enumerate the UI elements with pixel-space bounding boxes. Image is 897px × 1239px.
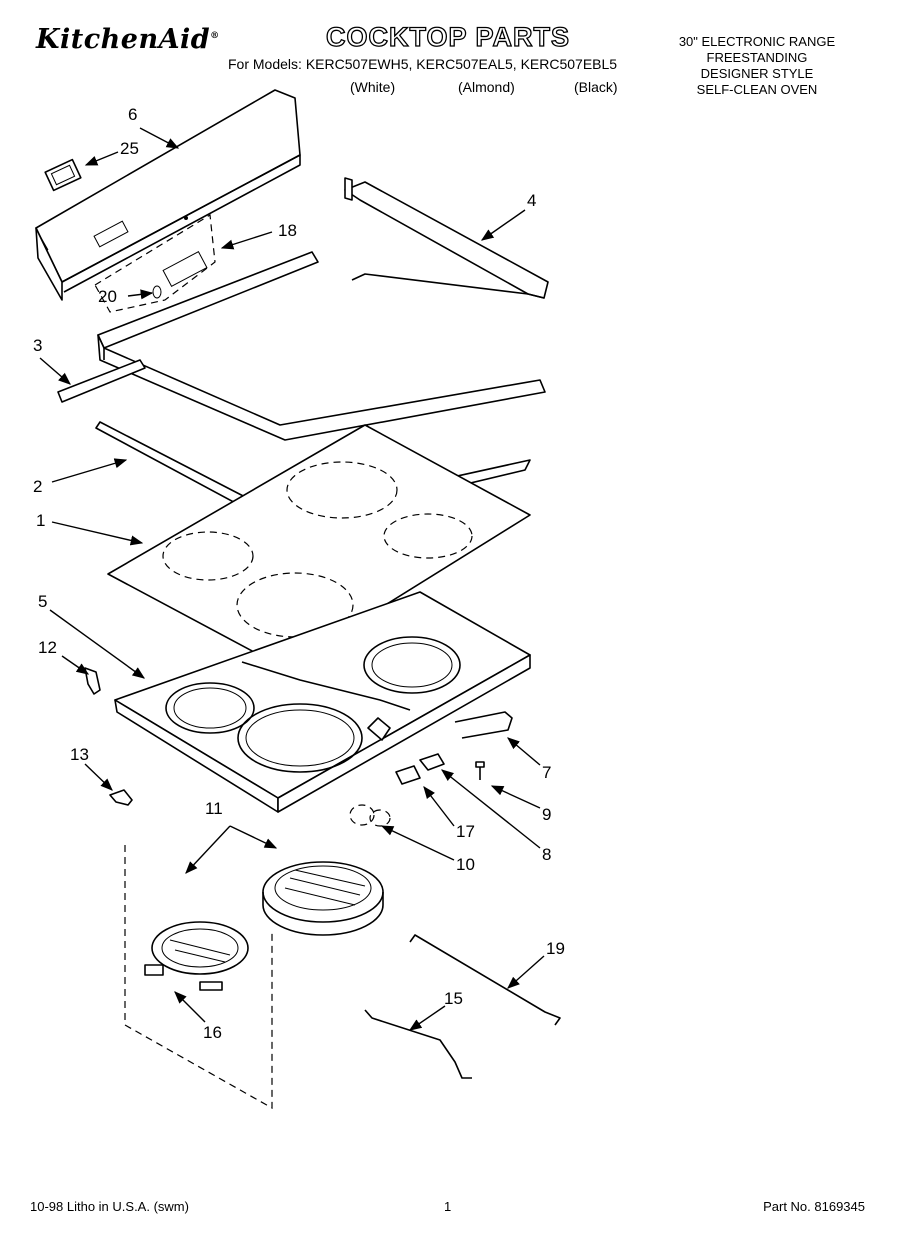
callout-6: 6 [128, 105, 137, 124]
small-heating-element [144, 921, 249, 991]
callout-17: 17 [456, 822, 475, 841]
leader-lines [39, 127, 545, 1031]
callout-13: 13 [70, 745, 89, 764]
cooktop-base [114, 591, 531, 813]
callout-16: 16 [203, 1023, 222, 1042]
brand-logo: KitchenAid® [36, 24, 220, 55]
footer-litho: 10-98 Litho in U.S.A. (swm) [30, 1199, 189, 1214]
callout-8: 8 [542, 845, 551, 864]
models-prefix: For Models: [228, 56, 302, 72]
callout-12: 12 [38, 638, 57, 657]
nameplate [44, 158, 82, 192]
glass-cooktop [107, 424, 531, 669]
callout-9: 9 [542, 805, 551, 824]
footer-part-number: Part No. 8169345 [763, 1199, 865, 1214]
callout-labels: 6 25 18 20 4 3 2 1 5 12 13 7 9 17 8 10 1… [33, 105, 565, 1042]
large-heating-element [262, 861, 384, 936]
bracket-17 [395, 765, 421, 785]
callout-18: 18 [278, 221, 297, 240]
callout-3: 3 [33, 336, 42, 355]
callout-11: 11 [205, 799, 223, 818]
support-rod-19 [409, 934, 561, 1026]
callout-25: 25 [120, 139, 139, 158]
product-description: 30" ELECTRONIC RANGE FREESTANDING DESIGN… [678, 34, 836, 97]
page-title: COCKTOP PARTS [325, 21, 571, 52]
footer-page-number: 1 [444, 1199, 452, 1214]
color-black: (Black) [574, 79, 618, 95]
screw [475, 761, 485, 780]
front-trim [57, 251, 546, 441]
side-clip-12 [84, 667, 101, 695]
bracket [454, 711, 513, 739]
color-white: (White) [350, 79, 396, 95]
support-rod-15 [364, 1009, 472, 1079]
callout-7: 7 [542, 763, 551, 782]
callout-19: 19 [546, 939, 565, 958]
rear-frame [344, 177, 549, 299]
color-almond: (Almond) [458, 79, 515, 95]
callout-10: 10 [456, 855, 475, 874]
model-list: For Models: KERC507EWH5, KERC507EAL5, KE… [228, 56, 617, 72]
callout-20: 20 [98, 287, 117, 306]
control-panel-backguard [35, 89, 301, 301]
bracket-8 [419, 753, 445, 771]
models-numbers: KERC507EWH5, KERC507EAL5, KERC507EBL5 [305, 56, 618, 72]
callout-5: 5 [38, 592, 47, 611]
callout-1: 1 [36, 511, 45, 530]
clip [152, 285, 162, 299]
hardware-clips [349, 804, 391, 827]
element-group-outline [124, 845, 273, 1110]
callout-4: 4 [527, 191, 536, 210]
side-clip-13 [109, 789, 133, 806]
callout-15: 15 [444, 989, 463, 1008]
display-board [94, 213, 216, 313]
callout-2: 2 [33, 477, 42, 496]
